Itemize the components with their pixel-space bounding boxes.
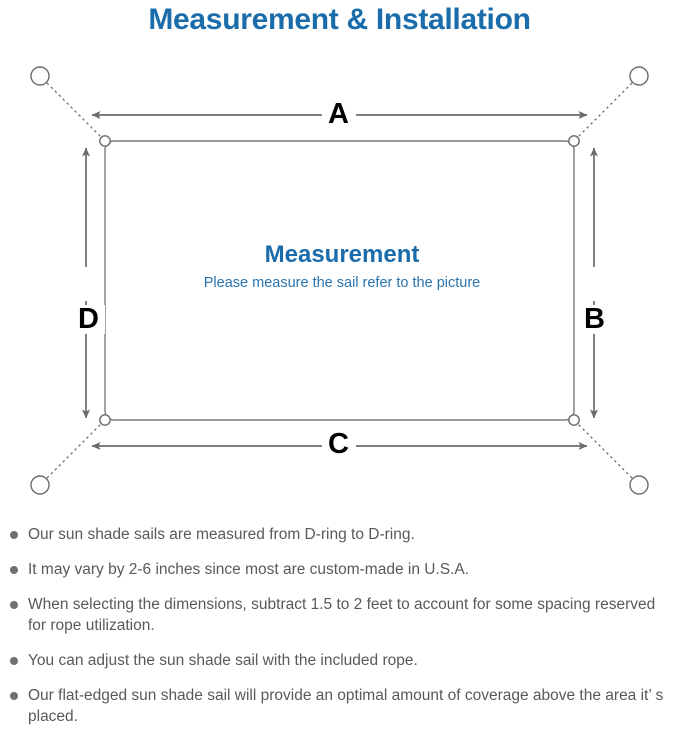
diagram-center-subtitle: Please measure the sail refer to the pic… [203,275,481,291]
d-ring-icon-bottom-right [568,414,580,426]
diagram-svg [30,66,649,495]
anchor-circle-icon-bottom-left [30,475,50,495]
bullet-icon [10,692,18,700]
note-text: Our sun shade sails are measured from D-… [28,526,415,543]
bullet-icon [10,566,18,574]
d-ring-icon-top-left [99,135,111,147]
list-item: Our flat-edged sun shade sail will provi… [0,685,679,727]
note-text: It may vary by 2-6 inches since most are… [28,561,470,578]
sun-shade-sail-measurement-diagram: A B C D Measurement Please measure the s… [0,45,679,515]
list-item: When selecting the dimensions, subtract … [0,594,679,636]
page-title: Measurement & Installation [148,3,531,36]
anchor-circle-icon-top-left [30,66,50,86]
d-ring-icon-bottom-left [99,414,111,426]
dimension-label-b: B [578,305,611,334]
dimension-label-a: A [322,100,355,129]
dimension-label-d: D [72,305,105,334]
list-item: It may vary by 2-6 inches since most are… [0,559,679,580]
d-ring-icon-top-right [568,135,580,147]
dimension-label-c: C [322,430,355,459]
list-item: You can adjust the sun shade sail with t… [0,650,679,671]
bullet-icon [10,657,18,665]
rope-top-right [575,82,633,140]
rope-top-left [46,82,104,140]
anchor-circle-icon-top-right [629,66,649,86]
note-text: Our flat-edged sun shade sail will provi… [28,687,664,725]
list-item: Our sun shade sails are measured from D-… [0,524,679,545]
anchor-circle-icon-bottom-right [629,475,649,495]
notes-list: Our sun shade sails are measured from D-… [0,524,679,741]
sail-panel [104,140,575,421]
bullet-icon [10,601,18,609]
rope-bottom-left [46,421,104,479]
note-text: You can adjust the sun shade sail with t… [28,652,418,669]
bullet-icon [10,531,18,539]
note-text: When selecting the dimensions, subtract … [28,596,656,634]
rope-bottom-right [575,421,633,479]
diagram-center-title: Measurement [264,241,420,268]
